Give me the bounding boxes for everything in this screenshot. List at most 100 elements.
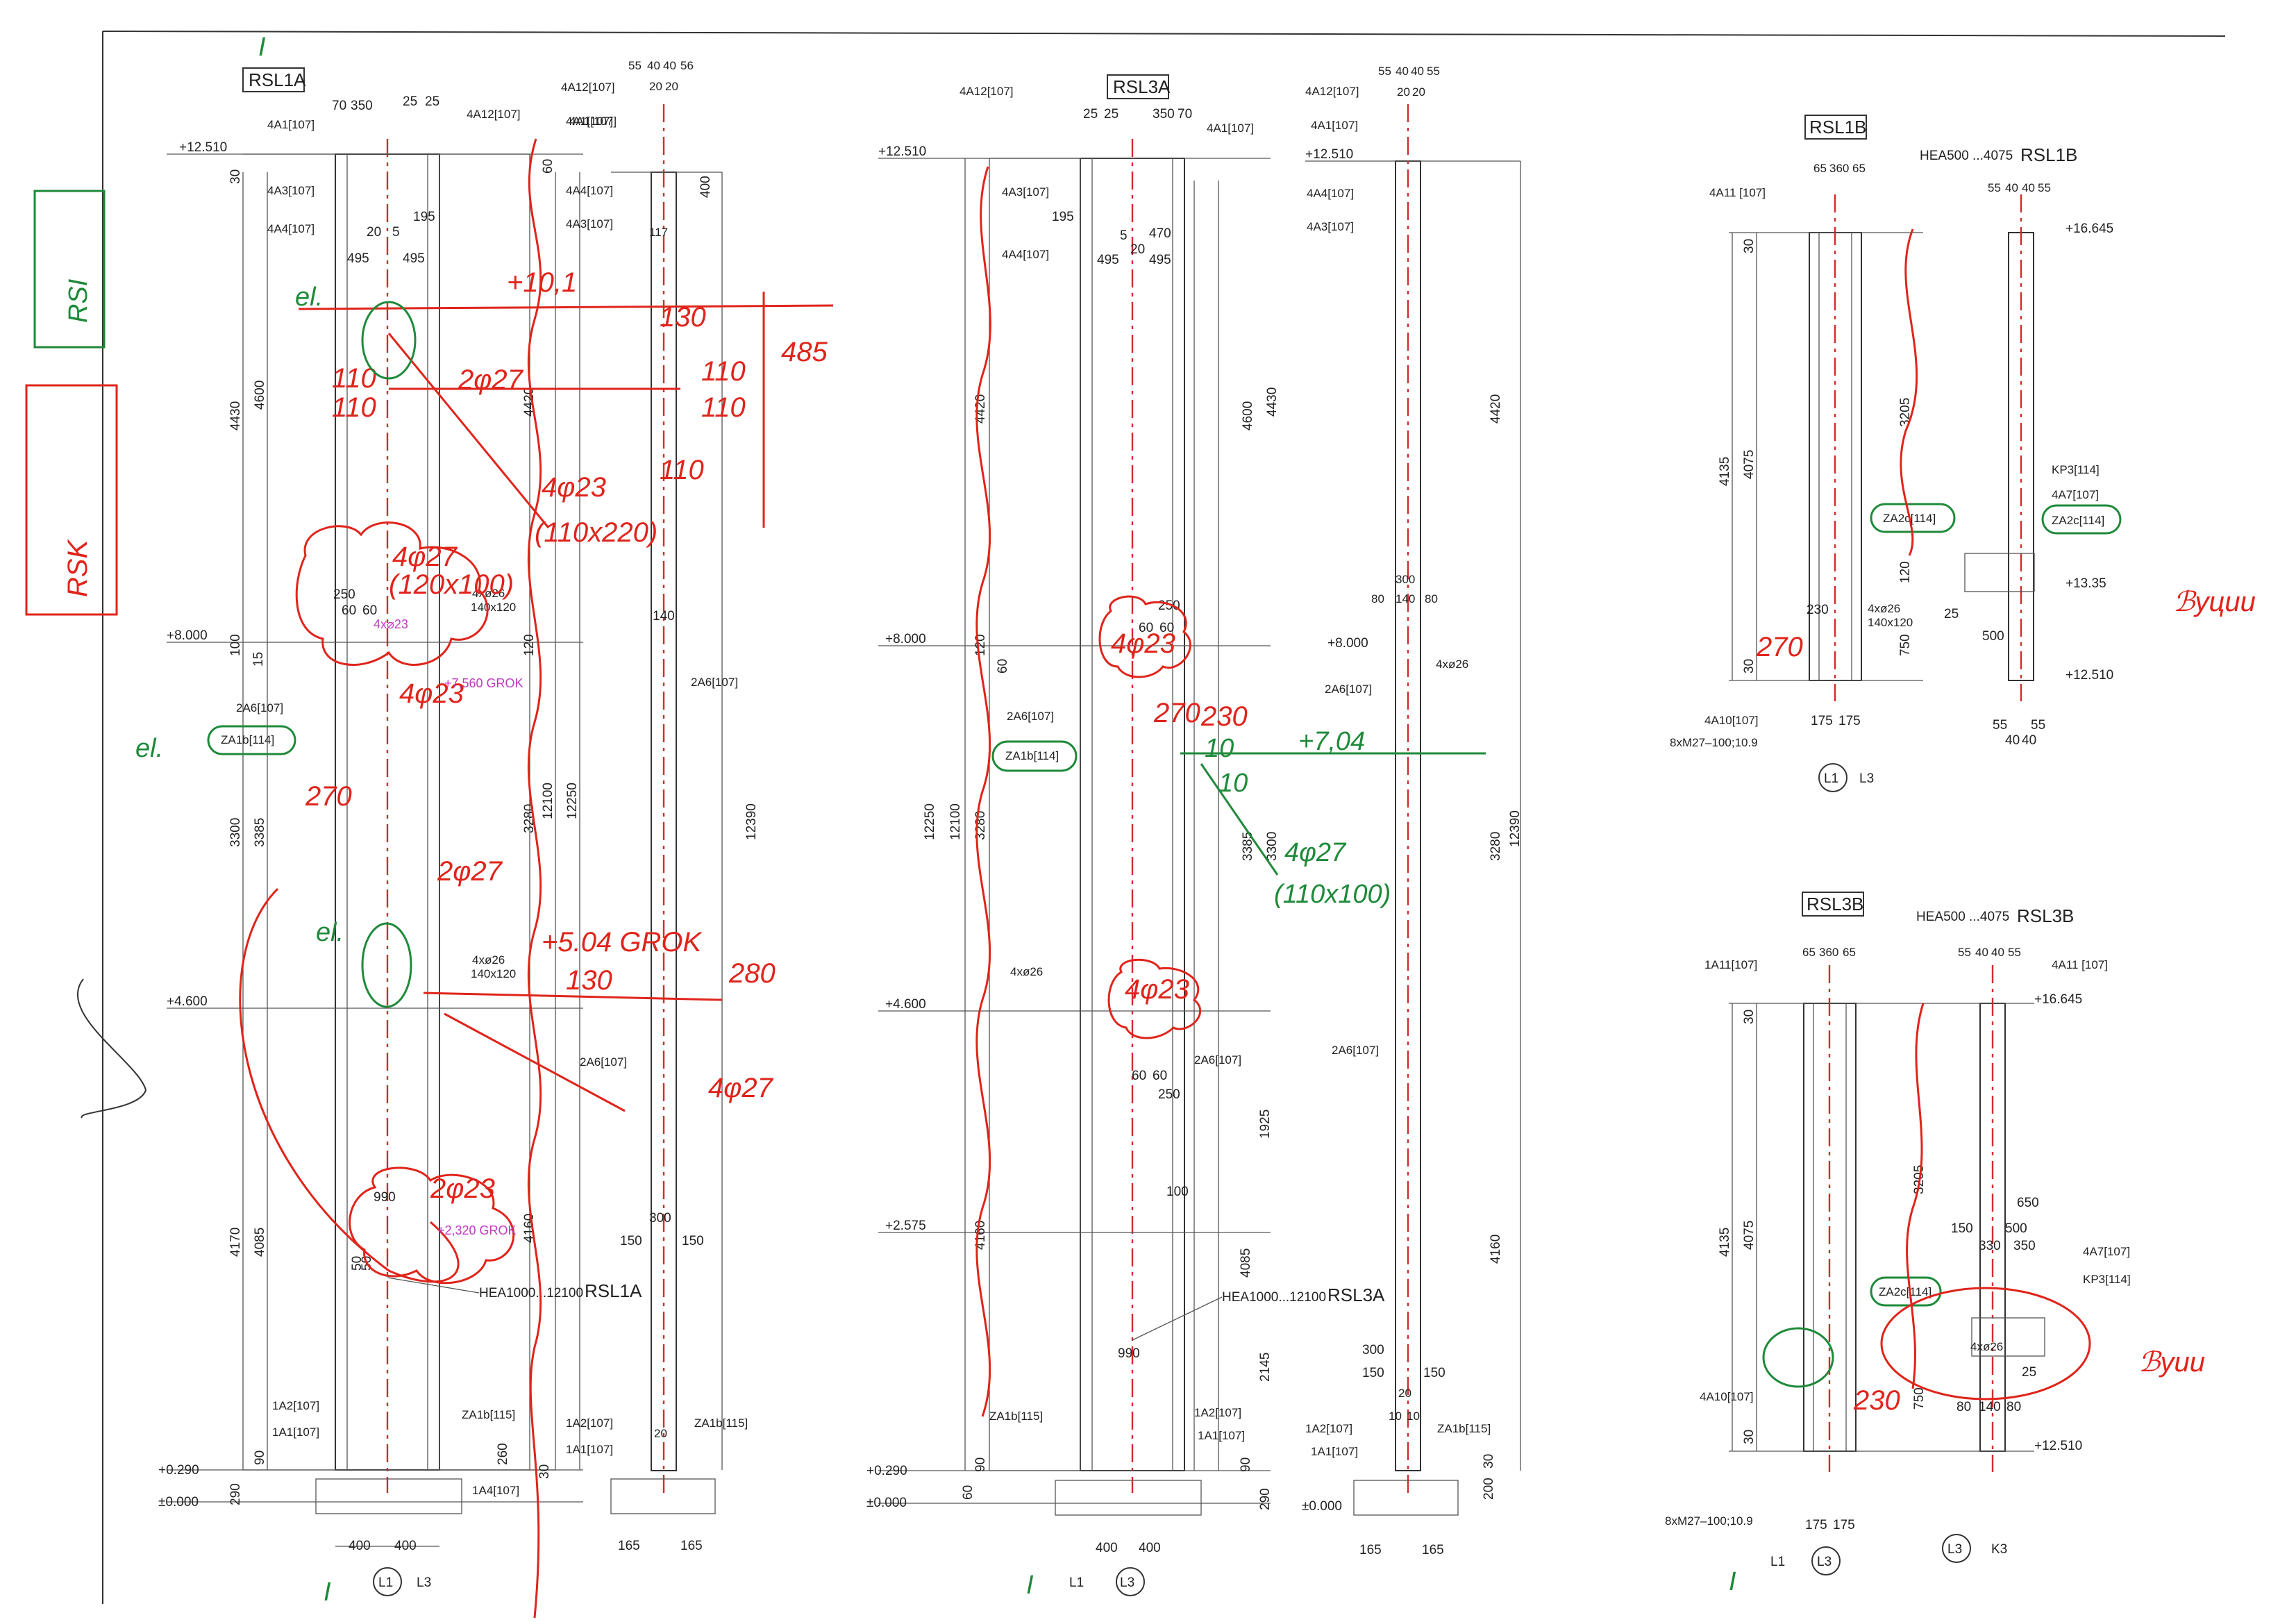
rsl1a-side-plate bbox=[439, 153, 530, 1471]
rsl1a-side-base bbox=[610, 1478, 716, 1514]
revision-arc bbox=[239, 887, 460, 1283]
rsl1a-side-ref: 4A4[107] bbox=[566, 184, 613, 197]
redline-note: 110 bbox=[701, 392, 746, 423]
rsl1a-profile: HEA1000...12100 bbox=[479, 1286, 583, 1301]
redline-note: 4φ23 bbox=[542, 472, 606, 503]
rsl3a-side-dim: 140 bbox=[1396, 592, 1415, 605]
rsl3a-side-view: 55 40 40 55 20 20 4A12[107] 4A1[107] 4A4… bbox=[1302, 65, 1523, 1557]
rsl1b-dim: 55 bbox=[2031, 718, 2045, 733]
rsl1a-dim: 25 bbox=[425, 94, 439, 109]
rsl1b-bolts: 8xM27–100;10.9 bbox=[1670, 736, 1758, 749]
green-note: 4φ27 bbox=[1284, 838, 1347, 867]
rsk-stamp-box bbox=[25, 384, 118, 616]
rsl1a-side-dim: 20 bbox=[654, 1427, 667, 1440]
rsl1b-top-dim: 40 bbox=[2005, 181, 2018, 194]
revision-cloud bbox=[295, 521, 489, 666]
rsl3a-dim-right: 1925 bbox=[1258, 1110, 1273, 1139]
rsl1a-dim-left: 15 bbox=[251, 652, 266, 667]
rsl3a-ref: 4A3[107] bbox=[1002, 185, 1049, 199]
rsl3a-plate: 4xø26 bbox=[1010, 965, 1043, 978]
rsl3a-side-ref: 1A1[107] bbox=[1311, 1445, 1358, 1458]
redline-note: 280 bbox=[728, 958, 776, 989]
rsl1a-side-top-dim: 40 bbox=[647, 59, 660, 72]
rsl1b-dim: 30 bbox=[1742, 239, 1757, 253]
revision-cloud bbox=[1098, 595, 1191, 678]
rsl1a-ref: 4A4[107] bbox=[267, 222, 315, 235]
redline-note: 4φ27 bbox=[708, 1073, 774, 1103]
rsl3a-side-dim: 80 bbox=[1425, 592, 1438, 605]
rsl1a-plate: 140x120 bbox=[471, 601, 516, 614]
redline-markups: +10,1 130 485 110 110 2φ27 110 110 110 4… bbox=[25, 138, 2256, 1619]
green-ellipse bbox=[361, 922, 412, 1008]
rsl1a-axis-bubble bbox=[373, 1567, 402, 1596]
green-note: el. bbox=[316, 918, 344, 947]
rsl3b-dim: 330 bbox=[1979, 1239, 2001, 1253]
rsl1a-level-5: ±0.000 bbox=[158, 1495, 199, 1510]
rsl3b-top-dim: 40 bbox=[1975, 946, 1988, 959]
redline-note: (110x220) bbox=[535, 517, 657, 548]
rsl1a-grid: L3 bbox=[417, 1575, 431, 1590]
rsl1a-side-ref: 2A6[107] bbox=[691, 676, 738, 689]
rsl1a-side-dim: 150 bbox=[682, 1234, 704, 1248]
rsl3a-plate: 60 bbox=[1139, 621, 1153, 635]
redline-note: 110 bbox=[332, 363, 376, 394]
green-note: +7,04 bbox=[1298, 727, 1365, 756]
rsl3b-ref: ZA2c[114] bbox=[1879, 1285, 1932, 1298]
rsl1b-dim: 30 bbox=[1742, 659, 1757, 674]
rsl1a-plate: 60 bbox=[362, 603, 377, 618]
rsl3b-axis2: L3 bbox=[1947, 1542, 1962, 1557]
green-stroke bbox=[1200, 763, 1279, 876]
rsl3a-plate: 100 bbox=[1166, 1185, 1189, 1199]
rsl1a-dim-left: 100 bbox=[228, 634, 243, 656]
rsl3a-bottom-mark: I bbox=[1026, 1571, 1034, 1600]
rsl3a-plate: 250 bbox=[1158, 1087, 1180, 1102]
rsl3b-ref: 1A11[107] bbox=[1704, 958, 1757, 971]
green-note: el. bbox=[295, 283, 323, 312]
rsl3b-top-dim: 65 bbox=[1802, 946, 1816, 959]
rsl1a-side-dim: 165 bbox=[680, 1539, 703, 1553]
rsl3a-dim: 25 bbox=[1083, 107, 1098, 122]
rsl3a-side-dim: 3280 bbox=[1489, 832, 1503, 861]
redline-note: +5.04 GROK bbox=[542, 927, 703, 958]
rsl1a-ref: 1A2[107] bbox=[272, 1399, 319, 1412]
magenta-notes: 4x⌀23 +7,560 GROK +2,320 GROK bbox=[374, 617, 523, 1237]
rsl3a-side-ref: 4A3[107] bbox=[1307, 220, 1354, 233]
rsl3a-dim-left: 60 bbox=[961, 1485, 975, 1500]
rsl1b-dim: 4075 bbox=[1742, 450, 1757, 479]
rsl3a-ref: 4A1[107] bbox=[1207, 122, 1254, 135]
rsl3b-axis2-bubble bbox=[1942, 1534, 1971, 1563]
rsl1a-dim-left: 4600 bbox=[253, 381, 267, 410]
rsl3a-ref: 4A4[107] bbox=[1002, 248, 1049, 261]
rsl1a-ref: 4A1[107] bbox=[267, 118, 315, 131]
rsl1a-side-dim: 165 bbox=[618, 1539, 640, 1553]
rsl1a-side-dim: 12390 bbox=[744, 803, 759, 840]
rsl3a-profile: HEA1000...12100 bbox=[1222, 1290, 1326, 1305]
rsl3a-side-base bbox=[1353, 1480, 1459, 1516]
redline-note: 2φ27 bbox=[437, 856, 503, 887]
rsl1a-dim-left: 4430 bbox=[228, 401, 243, 430]
revision-cloud-line bbox=[975, 166, 991, 1417]
redline-stroke bbox=[444, 1012, 626, 1112]
rsl1b-dim: 175 bbox=[1838, 714, 1861, 728]
magenta-note: 4x⌀23 bbox=[374, 617, 408, 631]
rsl3b-grid: L3 bbox=[1817, 1555, 1832, 1569]
rsl1b-ref: 4A11 [107] bbox=[1709, 186, 1766, 199]
rsl1a-plate: 50 bbox=[350, 1256, 364, 1271]
rsl3a-dim: 195 bbox=[1052, 210, 1074, 224]
redline-note: 110 bbox=[701, 356, 746, 387]
rsl1a-side-ref: 4A12[107] bbox=[561, 81, 615, 94]
rsl1a-dim-right: 12100 bbox=[541, 783, 555, 819]
rsl1a-plate: 990 bbox=[374, 1190, 396, 1205]
rsl3a-ref: ZA1b[115] bbox=[989, 1410, 1043, 1423]
rsl3a-dim-left: 90 bbox=[973, 1457, 988, 1472]
redline-note: RSK bbox=[62, 538, 93, 597]
redline-note: 110 bbox=[332, 392, 376, 423]
rsl3a-level-1: +12.510 bbox=[878, 144, 926, 159]
rsl1a-side-top-dim: 20 bbox=[649, 80, 662, 93]
rsl3a-side-dim: 4420 bbox=[1489, 394, 1503, 424]
rsl3b-ref: KP3[114] bbox=[2083, 1273, 2131, 1286]
rsl3a-dim-right: 2145 bbox=[1258, 1353, 1273, 1382]
rsl3a-side-ref: 2A6[107] bbox=[1332, 1044, 1379, 1057]
redline-note: ℬyuu bbox=[2138, 1347, 2205, 1378]
rsl1a-ref: 4A3[107] bbox=[267, 184, 315, 197]
